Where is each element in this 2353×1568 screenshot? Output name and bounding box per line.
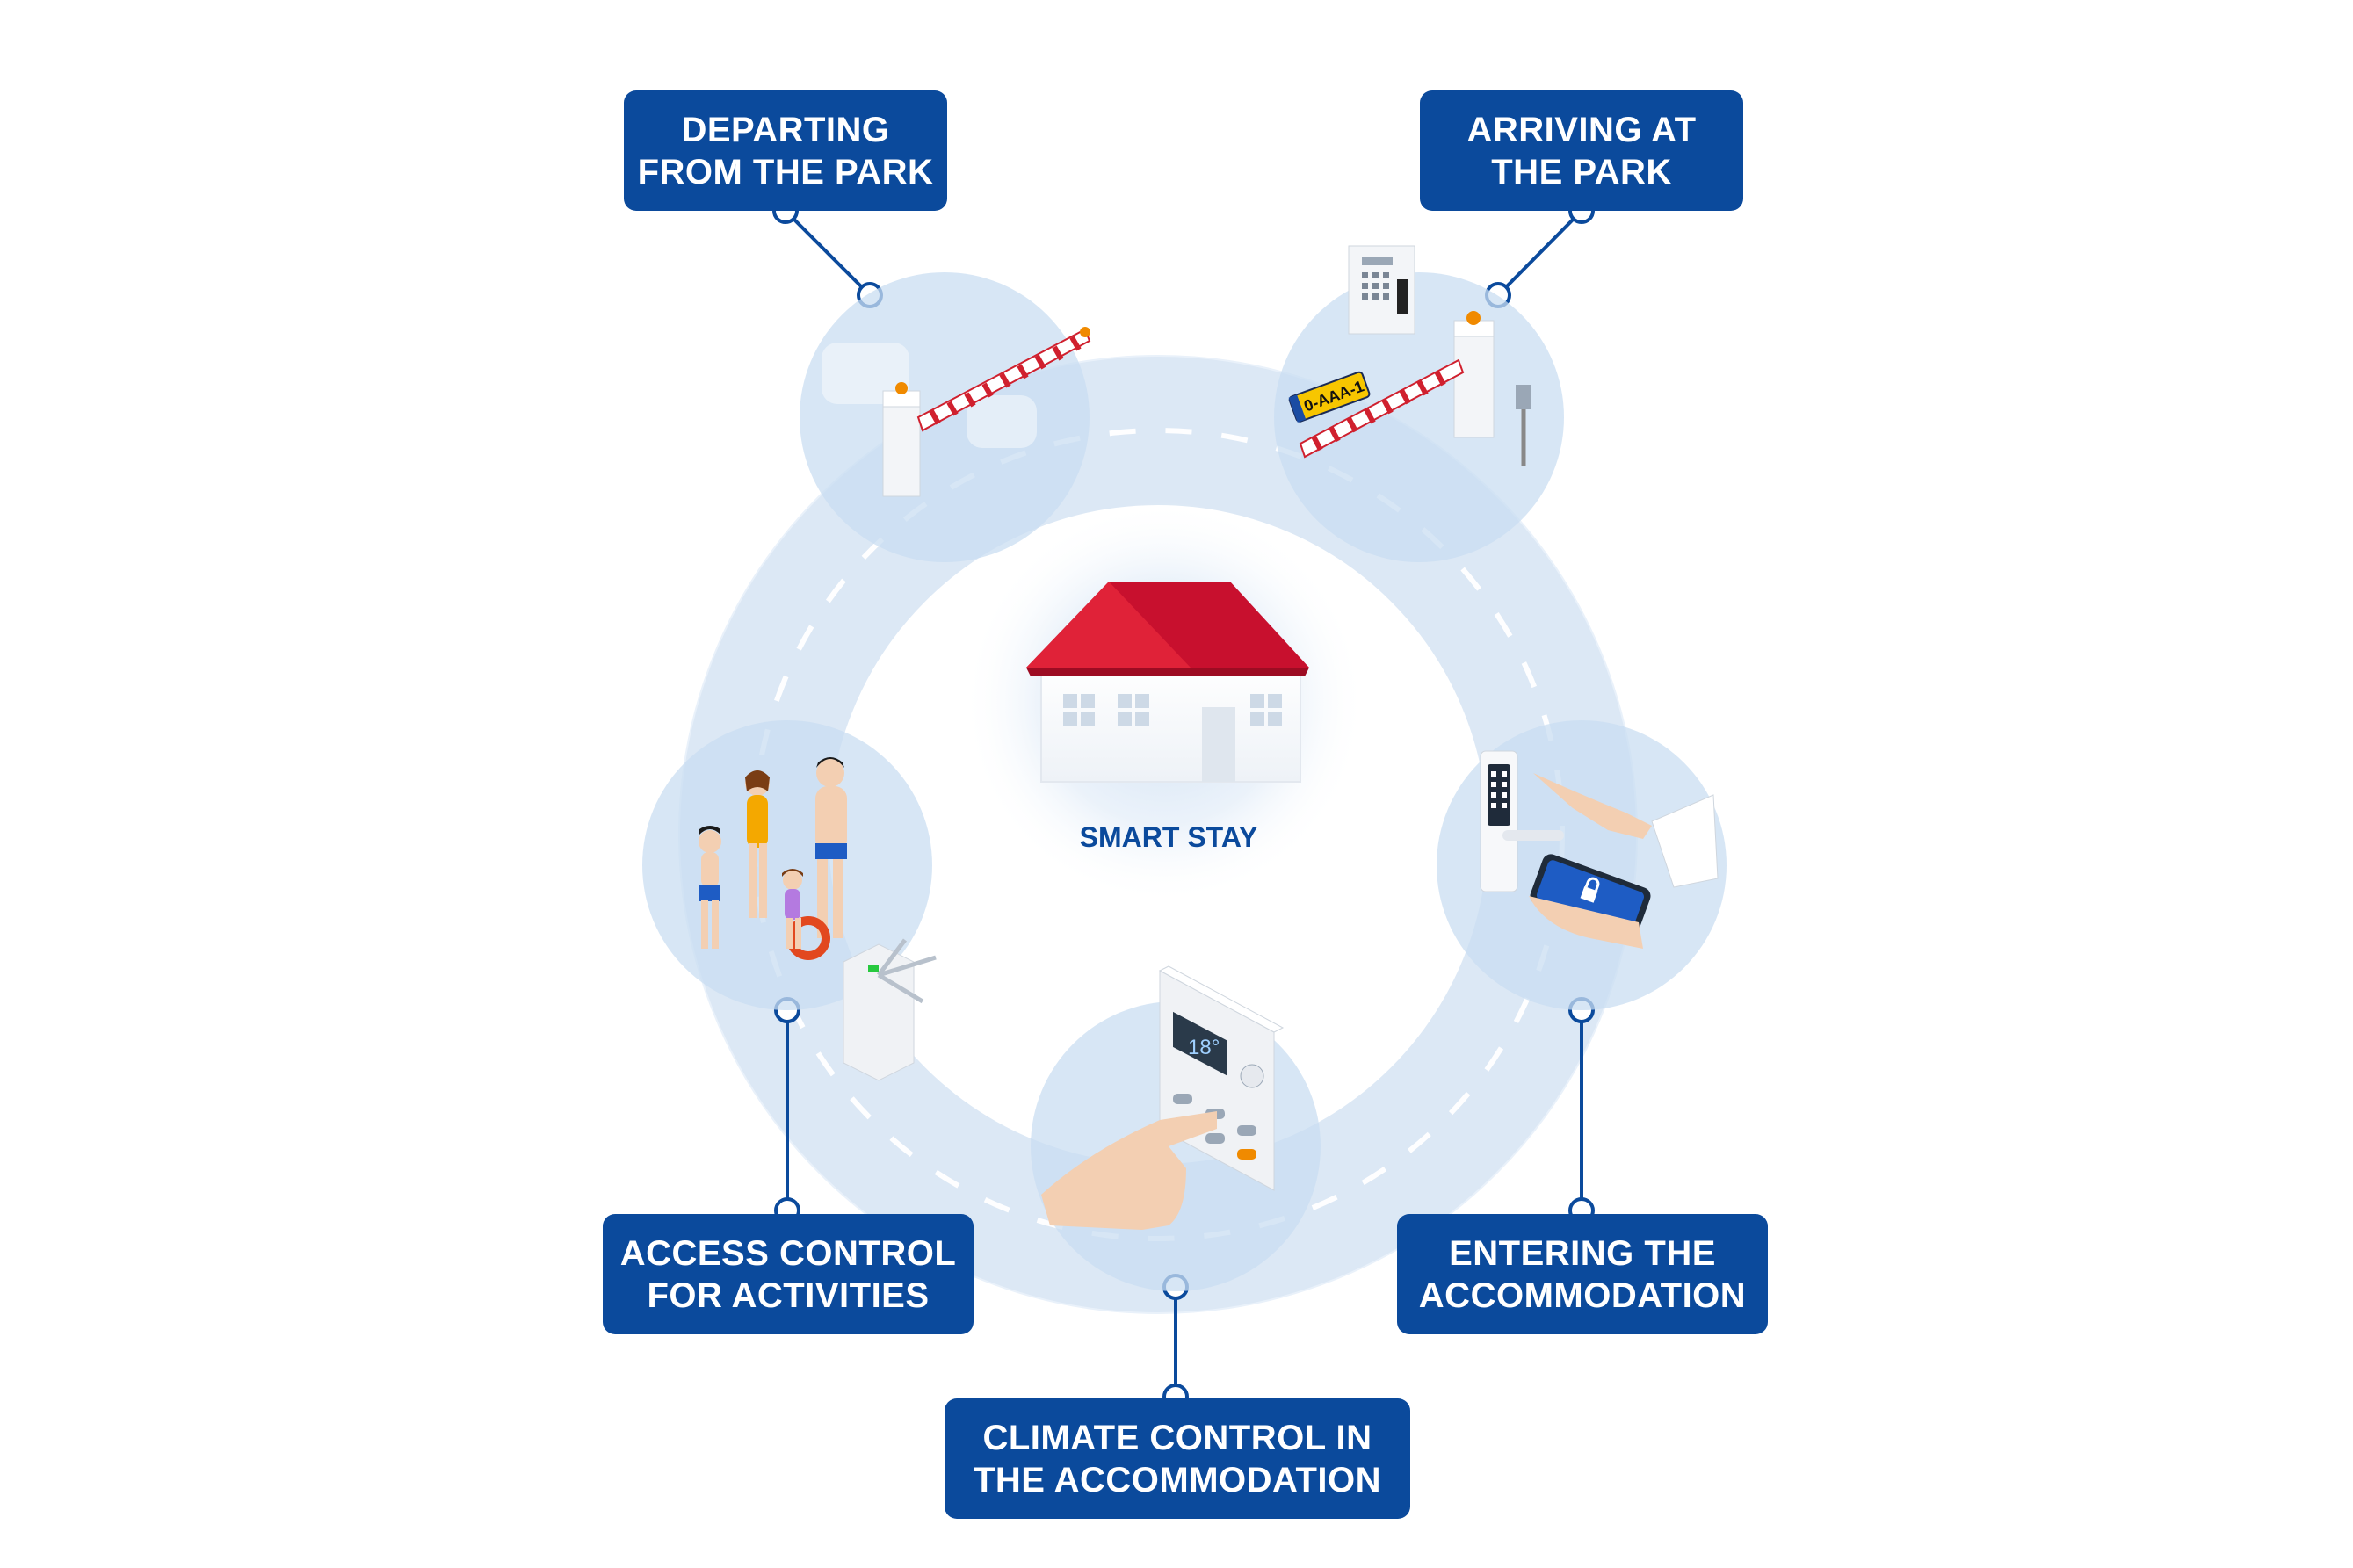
label-climate-line2: THE ACCOMMODATION [973, 1460, 1381, 1499]
center-label: SMART STAY [1079, 821, 1258, 853]
label-arriving-line2: THE PARK [1491, 152, 1672, 191]
label-arriving-line1: ARRIVING AT [1466, 110, 1697, 149]
parking-barrier-entry-icon: 0-AAA-1 [1274, 245, 1564, 562]
label-climate-line1: CLIMATE CONTROL IN [982, 1418, 1372, 1457]
thermostat-reading: 18° [1188, 1036, 1220, 1059]
label-entering-line1: ENTERING THE [1449, 1233, 1716, 1273]
parking-barrier-exit-icon [800, 272, 1091, 562]
thermostat-panel-icon: 18° [1031, 965, 1321, 1291]
label-access-line1: ACCESS CONTROL [619, 1233, 957, 1273]
house-icon [962, 501, 1366, 905]
label-entering-line2: ACCOMMODATION [1418, 1275, 1747, 1315]
label-departing-line1: DEPARTING [681, 110, 890, 149]
label-access-line2: FOR ACTIVITIES [647, 1275, 930, 1315]
label-access: ACCESS CONTROL FOR ACTIVITIES [603, 1214, 974, 1334]
label-arriving: ARRIVING AT THE PARK [1420, 90, 1743, 211]
smart-lock-phone-icon [1437, 720, 1727, 1010]
turnstile-family-icon [642, 720, 937, 1081]
label-climate: CLIMATE CONTROL IN THE ACCOMMODATION [945, 1398, 1410, 1519]
label-departing-line2: FROM THE PARK [637, 152, 934, 191]
label-departing: DEPARTING FROM THE PARK [624, 90, 947, 211]
label-entering: ENTERING THE ACCOMMODATION [1397, 1214, 1768, 1334]
